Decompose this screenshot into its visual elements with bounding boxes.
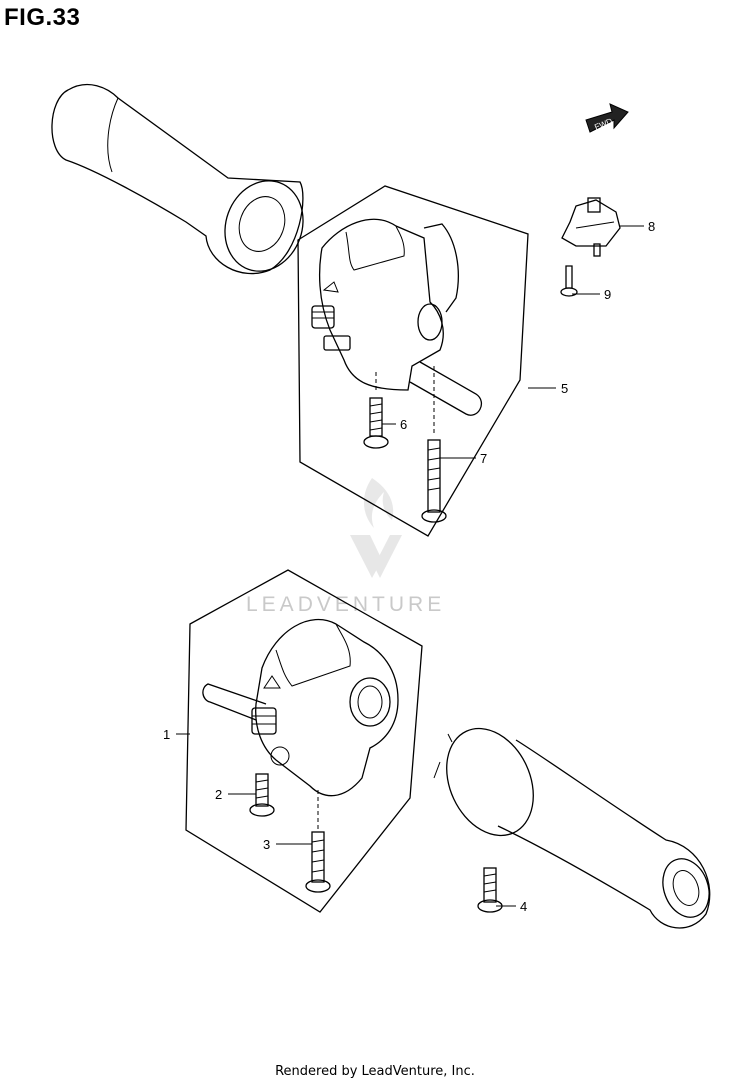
switch-part-8: [561, 197, 621, 257]
switch-housing-left: [202, 618, 399, 830]
grip-right: [433, 727, 711, 929]
callout-1: 1: [163, 727, 170, 742]
watermark-logo: [350, 478, 402, 578]
grip-left: [51, 83, 304, 275]
callout-4: 4: [520, 899, 527, 914]
screw-9: [560, 265, 578, 297]
callout-8: 8: [648, 219, 655, 234]
part1-boundary: [185, 569, 423, 913]
fwd-arrow-icon: FWD: [585, 103, 629, 133]
callout-7: 7: [480, 451, 487, 466]
leader-lines: [176, 225, 644, 907]
figure-title: FIG.33: [4, 4, 81, 31]
screw-3: [305, 831, 331, 893]
switch-housing-right: [311, 218, 482, 436]
callout-9: 9: [604, 287, 611, 302]
screw-2: [249, 773, 275, 817]
callout-3: 3: [263, 837, 270, 852]
watermark-text: LEADVENTURE: [246, 593, 445, 616]
screw-6: [363, 397, 389, 449]
callout-5: 5: [561, 381, 568, 396]
callout-6: 6: [400, 417, 407, 432]
part5-boundary: [297, 185, 529, 537]
footer-credit: Rendered by LeadVenture, Inc.: [275, 1064, 475, 1079]
callout-2: 2: [215, 787, 222, 802]
screw-7: [421, 439, 447, 523]
screw-4: [477, 867, 503, 913]
